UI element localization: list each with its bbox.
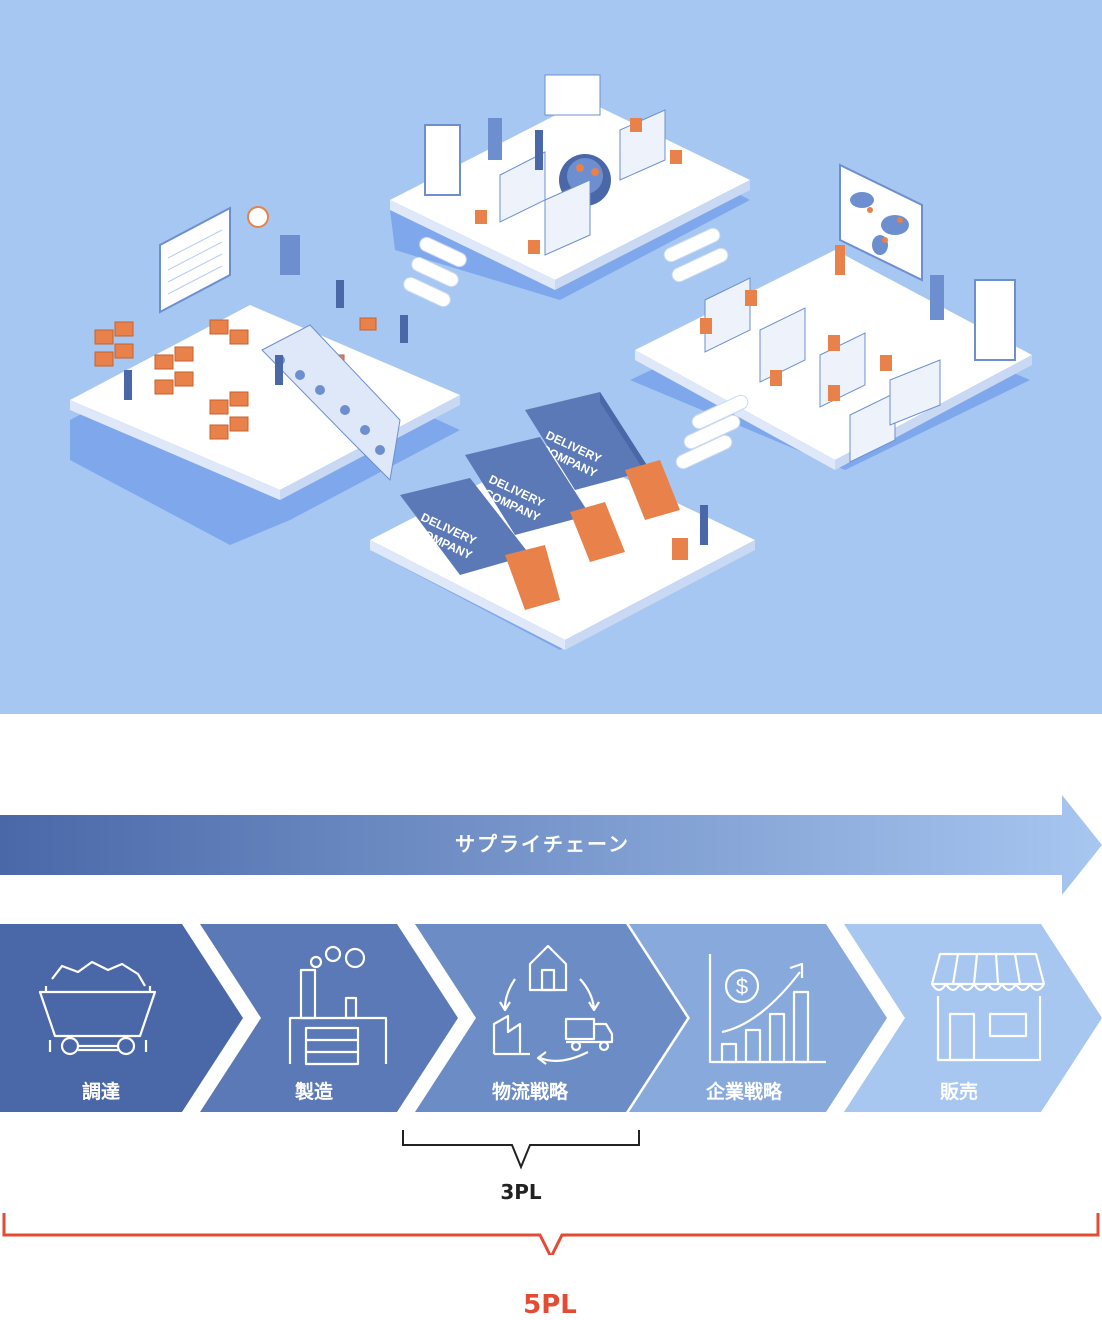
factory-icon <box>288 945 388 1066</box>
label-3pl: 3PL <box>500 1180 542 1204</box>
supply-chain-stages: $ <box>0 924 1102 1112</box>
svg-text:$: $ <box>736 974 748 999</box>
supply-chain-arrow <box>0 795 1102 895</box>
logistics-cycle-icon <box>492 944 614 1065</box>
stage-label-corporate: 企業戦略 <box>705 1081 782 1103</box>
isometric-scene: DELIVERY COMPANY DELIVERY COMPANY DELIVE… <box>70 74 1032 650</box>
stage-label-logistics: 物流戦略 <box>491 1081 568 1103</box>
stage-logistics <box>415 924 687 1112</box>
label-5pl: 5PL <box>523 1290 577 1320</box>
storefront-icon <box>930 952 1046 1062</box>
stage-label-procurement: 調達 <box>81 1081 120 1103</box>
warehouse-details <box>94 206 408 482</box>
stage-procurement <box>0 924 243 1112</box>
hq-details <box>424 74 682 256</box>
stage-corporate <box>629 924 887 1112</box>
mine-cart-icon <box>38 960 157 1056</box>
growth-chart-icon: $ <box>708 954 826 1064</box>
connecting-steps <box>403 227 749 470</box>
bracket-layer <box>2 1130 1100 1255</box>
bracket-3pl <box>402 1130 640 1170</box>
logistics-illustration: DELIVERY COMPANY DELIVERY COMPANY DELIVE… <box>0 0 1102 714</box>
supply-chain-label: サプライチェーン <box>455 832 630 856</box>
stage-label-sales: 販売 <box>939 1081 978 1103</box>
bracket-5pl <box>2 1213 1100 1255</box>
office-details <box>700 163 1016 463</box>
stage-label-manufacturing: 製造 <box>294 1081 333 1103</box>
